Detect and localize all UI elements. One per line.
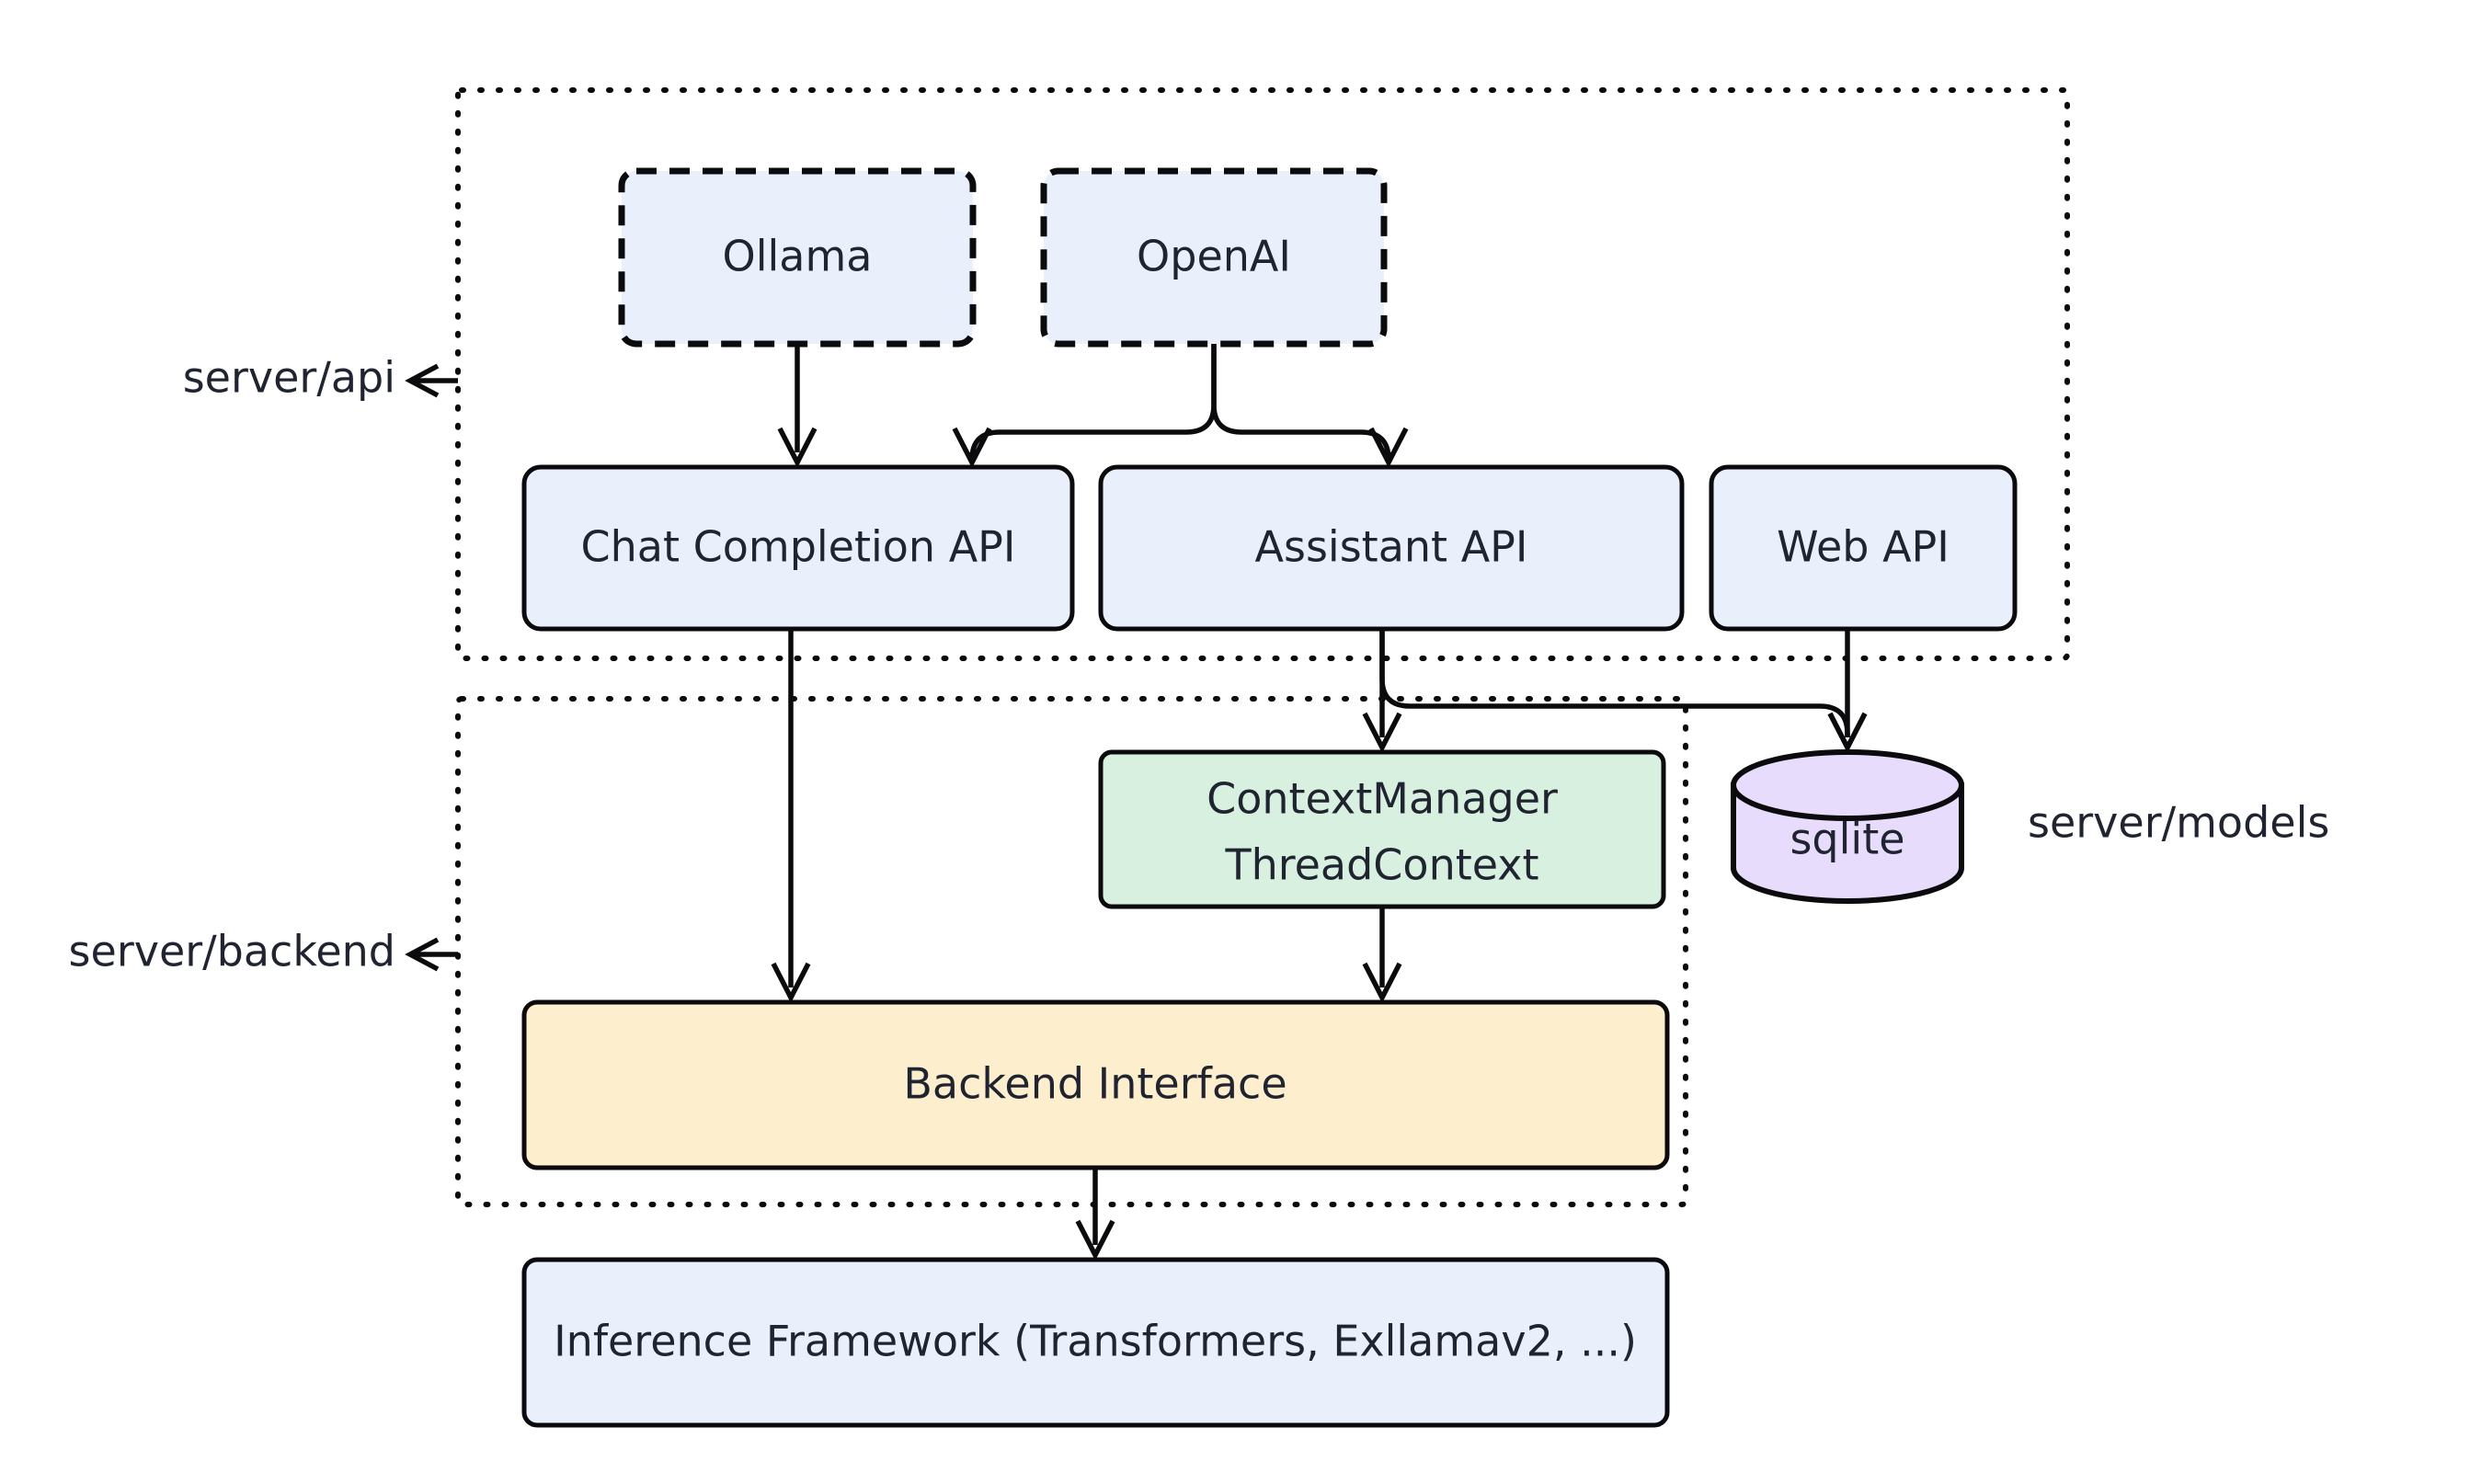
node-context-manager[interactable]: ContextManager ThreadContext <box>1098 749 1666 909</box>
node-assistant-api-shape[interactable] <box>1098 464 1685 632</box>
side-label-server-api-text: server/api <box>183 353 395 403</box>
node-context-manager-shape[interactable] <box>1098 749 1666 909</box>
edge-line <box>969 344 1217 462</box>
node-chat-completion-api-label: Chat Completion API <box>581 522 1016 572</box>
edge-assistant-api-to-sqlite <box>1379 629 1868 754</box>
node-inference-framework[interactable]: Inference Framework (Transformers, Exlla… <box>521 1257 1670 1428</box>
node-assistant-api[interactable]: Assistant API <box>1098 464 1685 632</box>
group-container-server-api <box>455 87 2070 661</box>
node-ollama-label: Ollama <box>723 232 873 281</box>
node-openai[interactable]: OpenAI <box>1040 167 1388 348</box>
node-assistant-api-label: Assistant API <box>1255 522 1528 572</box>
edge-arrowhead <box>1368 427 1409 469</box>
edge-chat-completion-api-to-backend-interface <box>771 629 811 1004</box>
node-inference-framework-label: Inference Framework (Transformers, Exlla… <box>554 1317 1637 1366</box>
server-backend-pointer-arrowhead <box>405 937 440 972</box>
node-ollama-shape[interactable] <box>618 167 977 348</box>
edge-ollama-to-chat-completion-api <box>777 344 818 469</box>
edge-line <box>1211 344 1391 462</box>
node-chat-completion-api[interactable]: Chat Completion API <box>521 464 1075 632</box>
side-label-server-backend: server/backend <box>69 927 458 976</box>
node-chat-completion-api-shape[interactable] <box>521 464 1075 632</box>
edge-arrowhead <box>1075 1219 1115 1261</box>
node-ollama[interactable]: Ollama <box>618 167 977 348</box>
node-web-api[interactable]: Web API <box>1709 464 2018 632</box>
side-label-server-backend-text: server/backend <box>69 927 395 976</box>
edge-arrowhead <box>777 427 818 469</box>
edge-context-manager-to-backend-interface <box>1362 907 1402 1004</box>
node-backend-interface[interactable]: Backend Interface <box>521 999 1670 1170</box>
edge-arrowhead <box>1362 962 1402 1004</box>
group-container-server-backend <box>455 696 1688 1207</box>
edge-web-api-to-sqlite <box>1827 629 1868 754</box>
node-sqlite[interactable]: sqlite <box>1731 749 1964 904</box>
node-sqlite-label: sqlite <box>1790 815 1904 864</box>
node-inference-framework-shape[interactable] <box>521 1257 1670 1428</box>
node-openai-label: OpenAI <box>1137 232 1291 281</box>
edge-openai-to-assistant-api <box>1211 344 1409 469</box>
node-web-api-label: Web API <box>1777 522 1950 572</box>
edge-arrowhead <box>1362 712 1402 754</box>
server-api-pointer-arrowhead <box>405 363 440 398</box>
edge-arrowhead <box>771 962 811 1004</box>
edge-line <box>1379 629 1850 737</box>
node-context-manager-label-line1: ContextManager <box>1206 774 1558 824</box>
node-web-api-shape[interactable] <box>1709 464 2018 632</box>
node-context-manager-label-line2: ThreadContext <box>1224 840 1538 890</box>
edge-backend-interface-to-inference-framework <box>1075 1168 1115 1261</box>
node-openai-shape[interactable] <box>1040 167 1388 348</box>
node-backend-interface-shape[interactable] <box>521 999 1670 1170</box>
node-backend-interface-label: Backend Interface <box>903 1059 1286 1109</box>
edge-openai-to-chat-completion-api <box>952 344 1217 469</box>
edge-arrowhead <box>952 427 992 469</box>
edge-arrowhead <box>1827 712 1868 754</box>
side-label-server-api: server/api <box>183 353 458 403</box>
node-sqlite-cylinder-top[interactable] <box>1731 749 1964 821</box>
side-label-server-models-text: server/models <box>2028 798 2329 848</box>
